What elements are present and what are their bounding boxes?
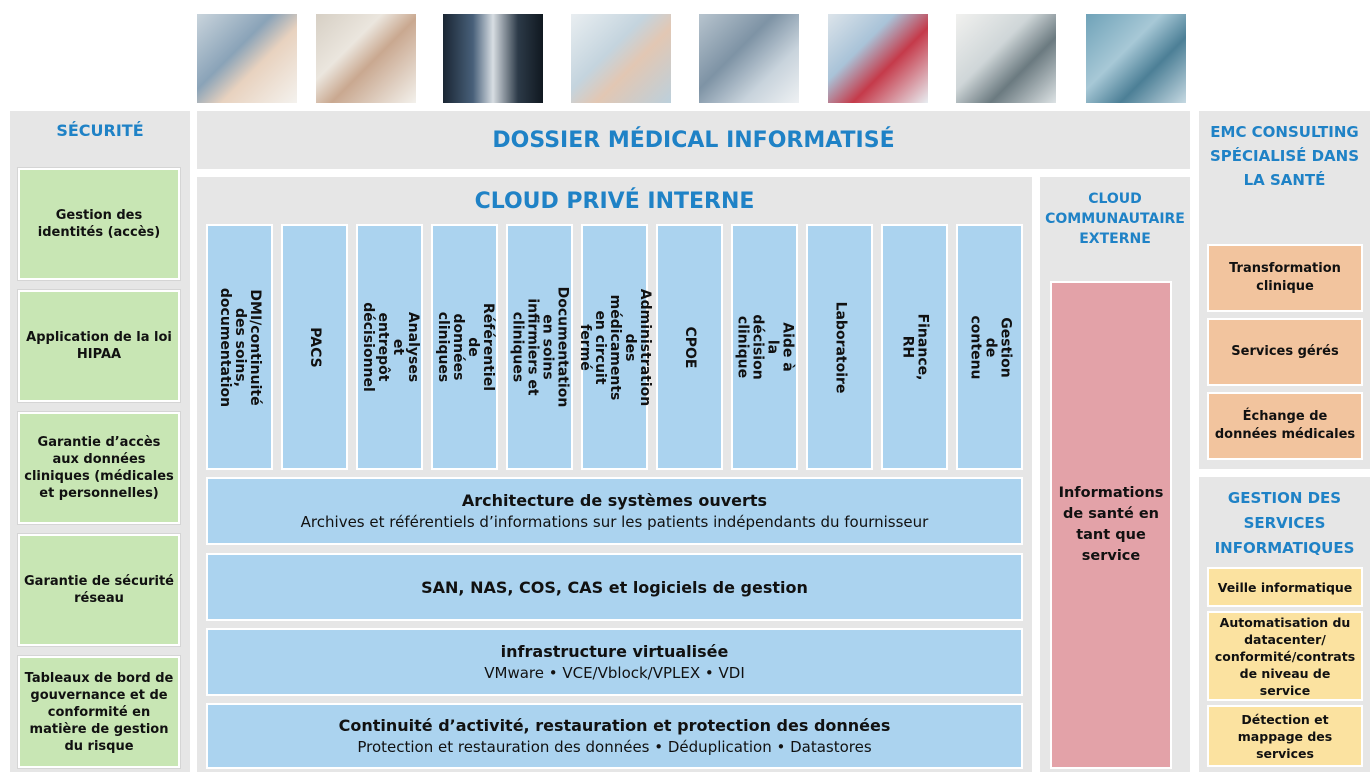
it-item-datacenter-automation: Automatisation du datacenter/ conformité… <box>1207 611 1363 701</box>
community-cloud-title: CLOUD COMMUNAUTAIRE EXTERNE <box>1045 191 1185 247</box>
security-item-clinical-access: Garantie d’accès aux données cliniques (… <box>17 411 181 525</box>
column-emr: DMI/continuité des soins, documentation <box>206 224 273 470</box>
security-item-network: Garantie de sécurité réseau <box>17 533 181 647</box>
column-content-management: Gestion de contenu <box>956 224 1023 470</box>
storage-bar: SAN, NAS, COS, CAS et logiciels de gesti… <box>206 553 1023 621</box>
continuity-subtitle: Protection et restauration des données •… <box>357 738 872 756</box>
photo-clinician-workstation <box>956 14 1056 103</box>
emc-item-clinical-transformation: Transformation clinique <box>1207 244 1363 312</box>
photo-surgery <box>1086 14 1186 103</box>
column-analytics: Analyses et entrepôt décisionnel <box>356 224 423 470</box>
column-finance-hr: Finance, RH <box>881 224 948 470</box>
column-medication-admin: Administration des médicaments en circui… <box>577 224 653 470</box>
photo-hospital-room <box>699 14 799 103</box>
open-architecture-subtitle: Archives et référentiels d’informations … <box>300 513 929 531</box>
emc-item-data-exchange: Échange de données médicales <box>1207 392 1363 460</box>
open-architecture-bar: Architecture de systèmes ouverts Archive… <box>206 477 1023 545</box>
it-item-monitoring: Veille informatique <box>1207 567 1363 607</box>
open-architecture-title: Architecture de systèmes ouverts <box>461 491 768 510</box>
virtualization-subtitle: VMware • VCE/Vblock/VPLEX • VDI <box>484 664 745 682</box>
column-cpoe: CPOE <box>656 224 723 470</box>
photo-lab-researcher <box>828 14 928 103</box>
storage-title: SAN, NAS, COS, CAS et logiciels de gesti… <box>421 577 808 597</box>
virtualization-title: infrastructure virtualisée <box>500 642 729 661</box>
virtualization-bar: infrastructure virtualisée VMware • VCE/… <box>206 628 1023 696</box>
it-services-title: GESTION DES SERVICES INFORMATIQUES <box>1214 488 1355 557</box>
photo-nurse <box>571 14 671 103</box>
column-pacs: PACS <box>281 224 348 470</box>
emr-header: DOSSIER MÉDICAL INFORMATISÉ <box>197 111 1190 169</box>
private-cloud-title: CLOUD PRIVÉ INTERNE <box>474 188 755 214</box>
health-info-service: Informations de santé en tant que servic… <box>1050 281 1172 769</box>
security-item-governance: Tableaux de bord de gouvernance et de co… <box>17 655 181 769</box>
security-item-identity: Gestion des identités (accès) <box>17 167 181 281</box>
it-item-service-discovery: Détection et mappage des services <box>1207 705 1363 767</box>
column-clinical-repository: Référentiel de données cliniques <box>431 224 498 470</box>
security-title: SÉCURITÉ <box>56 120 144 140</box>
emc-title: EMC CONSULTING SPÉCIALISÉ DANS LA SANTÉ <box>1209 123 1360 189</box>
photo-doctor-reading <box>316 14 416 103</box>
column-decision-support: Aide à la décision clinique <box>731 224 798 470</box>
photo-doctors-reviewing <box>197 14 297 103</box>
emc-item-managed-services: Services gérés <box>1207 318 1363 386</box>
column-laboratory: Laboratoire <box>806 224 873 470</box>
column-nursing-docs: Documentation en soins infirmiers et cli… <box>506 224 573 470</box>
continuity-title: Continuité d’activité, restauration et p… <box>338 716 891 735</box>
continuity-bar: Continuité d’activité, restauration et p… <box>206 703 1023 769</box>
security-item-hipaa: Application de la loi HIPAA <box>17 289 181 403</box>
photo-xray-viewing <box>443 14 543 103</box>
